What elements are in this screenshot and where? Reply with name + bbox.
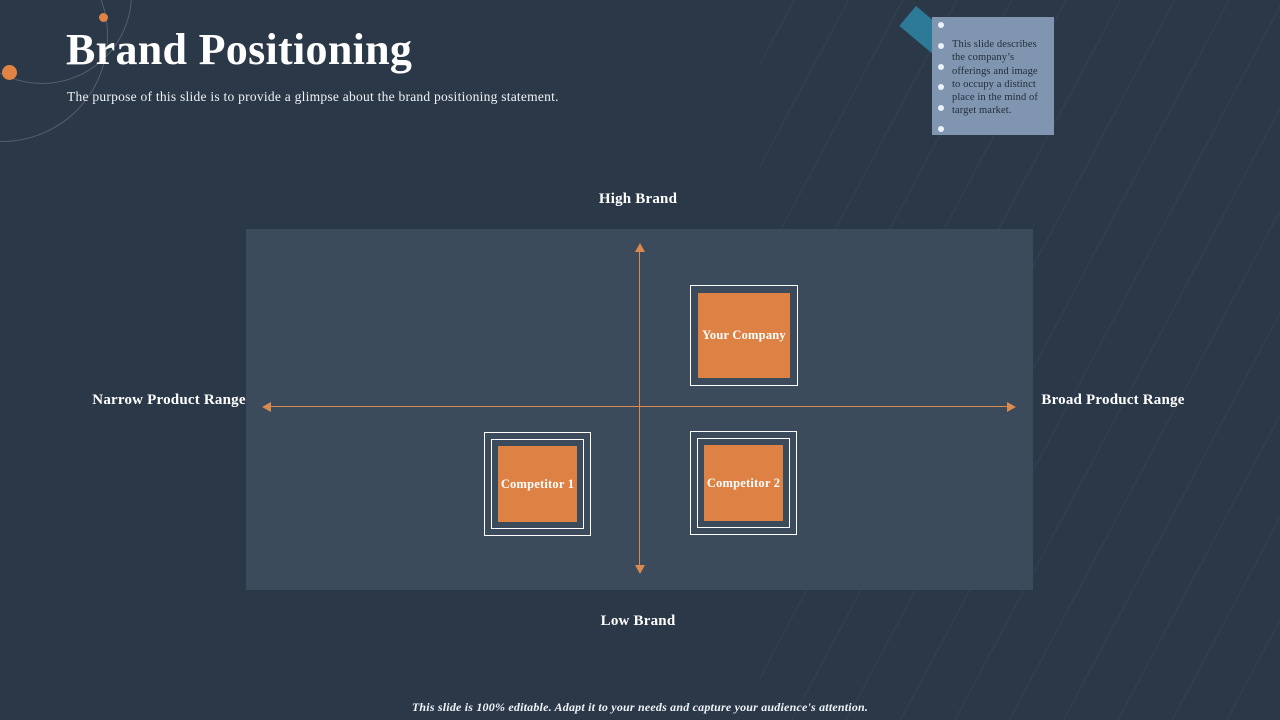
- vertical-axis-arrow: [635, 243, 645, 574]
- marker-fill: Your Company: [698, 293, 790, 378]
- decorative-dot-large: [2, 65, 17, 80]
- note-hole: [938, 42, 944, 49]
- marker-fill: Competitor 1: [498, 446, 577, 522]
- note-hole: [938, 22, 944, 28]
- note-card-text: This slide describes the company’s offer…: [952, 39, 1038, 117]
- note-hole: [938, 84, 944, 91]
- decorative-dot-small: [99, 13, 108, 22]
- note-hole: [938, 125, 944, 132]
- marker-competitor-1[interactable]: Competitor 1: [484, 432, 591, 536]
- marker-frame-inner: [491, 439, 584, 529]
- arrow-right-icon: [1007, 402, 1016, 412]
- arrow-down-icon: [635, 565, 645, 574]
- marker-your-company[interactable]: Your Company: [690, 285, 798, 386]
- arrow-up-icon: [635, 243, 645, 252]
- marker-frame-outer: [690, 285, 798, 386]
- marker-label: Your Company: [702, 328, 786, 342]
- note-hole: [938, 63, 944, 70]
- axis-label-top: High Brand: [598, 191, 678, 207]
- page-subtitle: The purpose of this slide is to provide …: [67, 89, 559, 104]
- marker-label: Competitor 2: [706, 475, 781, 490]
- marker-competitor-2[interactable]: Competitor 2: [690, 431, 797, 535]
- marker-frame-outer: [690, 431, 797, 535]
- axis-line: [639, 249, 641, 568]
- note-card: [932, 17, 1054, 135]
- arrow-left-icon: [262, 402, 271, 412]
- axis-label-bottom: Low Brand: [600, 613, 676, 629]
- axis-label-right: Broad Product Range: [1041, 392, 1185, 408]
- marker-label: Competitor 1: [500, 476, 575, 491]
- note-punch-holes: [937, 22, 947, 132]
- note-hole: [938, 105, 944, 112]
- marker-fill: Competitor 2: [704, 445, 783, 521]
- footer-note: This slide is 100% editable. Adapt it to…: [411, 700, 869, 714]
- marker-frame-outer: [484, 432, 591, 536]
- marker-frame-inner: [697, 438, 790, 528]
- page-title: Brand Positioning: [66, 25, 413, 74]
- axis-label-left: Narrow Product Range: [92, 392, 246, 408]
